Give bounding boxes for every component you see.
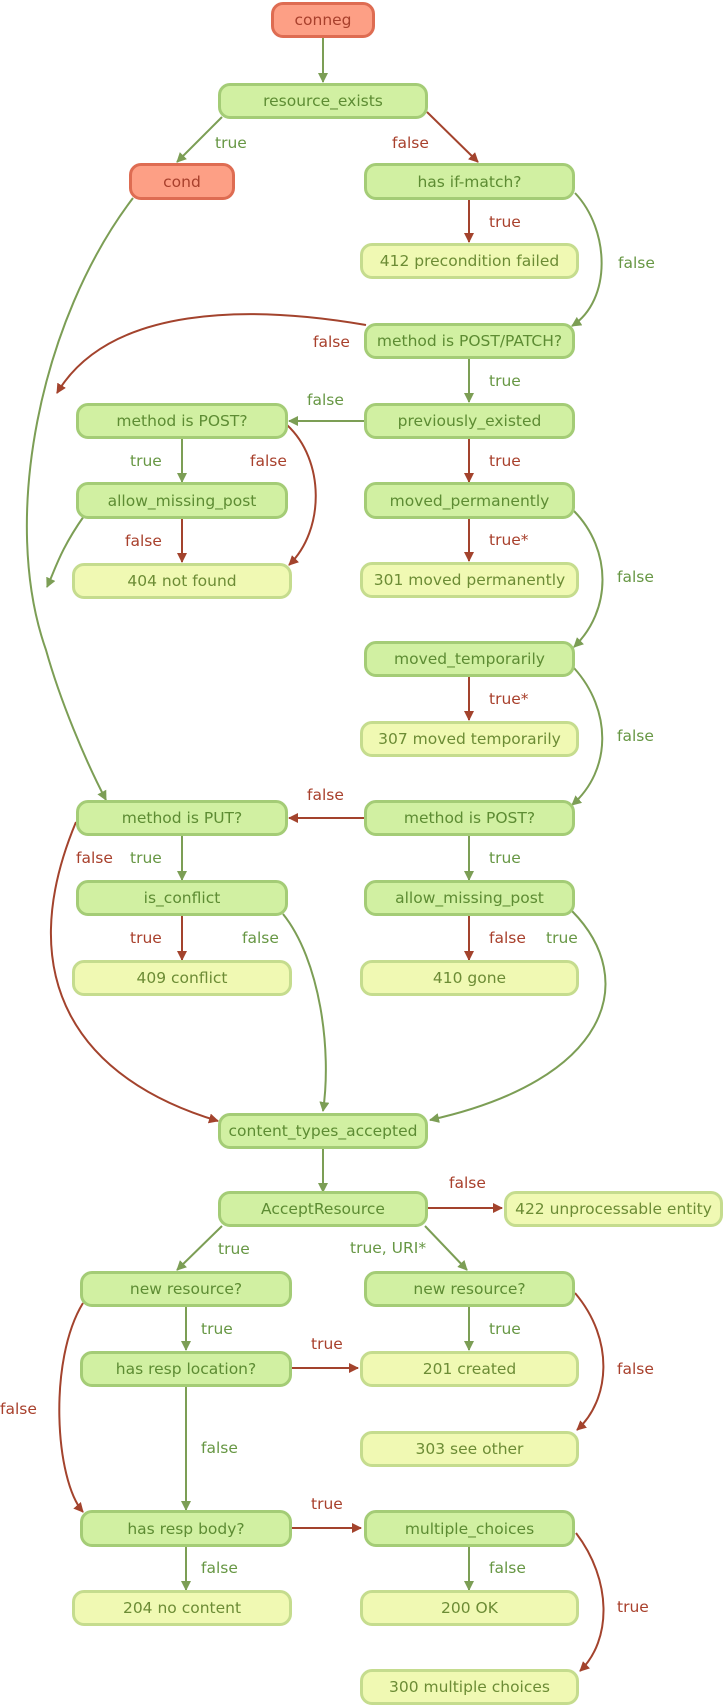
node-422-unprocessable-entity[interactable]: 422 unprocessable entity: [504, 1191, 723, 1227]
label-post-patch-false: false: [313, 333, 350, 351]
node-303-see-other[interactable]: 303 see other: [360, 1431, 579, 1467]
label-moved-permanently-false: false: [617, 568, 654, 586]
node-412-precondition-failed[interactable]: 412 precondition failed: [360, 243, 579, 279]
edge-newr-303: [574, 1292, 605, 1431]
node-resource-exists[interactable]: resource_exists: [218, 83, 428, 119]
label-multiple-choices-true: true: [617, 1598, 649, 1616]
node-307-moved-temporarily[interactable]: 307 moved temporarily: [360, 721, 579, 757]
label-method-post-true: true: [130, 452, 162, 470]
label-new-resource-left-true: true: [201, 1320, 233, 1338]
node-method-post-left[interactable]: method is POST?: [76, 403, 288, 439]
edge-ifmatch-post-patch: [571, 192, 603, 327]
label-new-resource-left-false: false: [0, 1400, 37, 1418]
label-resource-exists-true: true: [215, 134, 247, 152]
node-content-types-accepted[interactable]: content_types_accepted: [218, 1113, 428, 1149]
edge-conflict-cta: [282, 913, 330, 1112]
edge-method-post-404: [286, 424, 317, 566]
node-new-resource-right[interactable]: new resource?: [364, 1271, 575, 1307]
label-resp-location-true: true: [311, 1335, 343, 1353]
node-410-gone[interactable]: 410 gone: [360, 960, 579, 996]
label-new-resource-right-false: false: [617, 1360, 654, 1378]
node-new-resource-left[interactable]: new resource?: [80, 1271, 292, 1307]
node-is-conflict[interactable]: is_conflict: [76, 880, 288, 916]
node-409-conflict[interactable]: 409 conflict: [72, 960, 292, 996]
node-method-put[interactable]: method is PUT?: [76, 800, 288, 836]
label-moved-temporarily-true: true*: [489, 690, 529, 708]
edge-mtemp-mpostr: [571, 667, 604, 806]
edge-post-patch-false: [56, 313, 367, 394]
label-multiple-choices-false: false: [489, 1559, 526, 1577]
node-moved-permanently[interactable]: moved_permanently: [364, 482, 575, 519]
label-prev-true: true: [489, 452, 521, 470]
node-method-post-right[interactable]: method is POST?: [364, 800, 575, 836]
label-accept-resource-false: false: [449, 1174, 486, 1192]
label-method-put-true: true: [130, 849, 162, 867]
label-new-resource-right-true: true: [489, 1320, 521, 1338]
label-ifmatch-false: false: [618, 254, 655, 272]
label-method-post-false: false: [250, 452, 287, 470]
label-prev-false: false: [307, 391, 344, 409]
node-300-multiple-choices[interactable]: 300 multiple choices: [360, 1669, 579, 1705]
node-cond[interactable]: cond: [129, 163, 235, 200]
node-has-if-match[interactable]: has if-match?: [364, 163, 575, 200]
node-allow-missing-post-right[interactable]: allow_missing_post: [364, 880, 575, 916]
node-204-no-content[interactable]: 204 no content: [72, 1590, 292, 1626]
label-allow-missing-false: false: [125, 532, 162, 550]
node-previously-existed[interactable]: previously_existed: [364, 403, 575, 439]
node-200-ok[interactable]: 200 OK: [360, 1590, 579, 1626]
label-method-post-right-true: true: [489, 849, 521, 867]
label-resource-exists-false: false: [392, 134, 429, 152]
label-allow-missing-right-true: true: [546, 929, 578, 947]
label-resp-body-true: true: [311, 1495, 343, 1513]
edge-allow-left-method-put: [46, 515, 85, 588]
node-301-moved-permanently[interactable]: 301 moved permanently: [360, 562, 579, 598]
edge-mperm-mtemp: [573, 510, 604, 648]
node-method-post-patch[interactable]: method is POST/PATCH?: [364, 323, 575, 359]
edge-allowr-cta: [429, 910, 607, 1123]
edge-mc-300: [575, 1532, 605, 1672]
node-201-created[interactable]: 201 created: [360, 1351, 579, 1387]
node-moved-temporarily[interactable]: moved_temporarily: [364, 641, 575, 677]
edge-accept-newr: [424, 1225, 468, 1271]
node-has-resp-body[interactable]: has resp body?: [80, 1510, 292, 1547]
edge-mput-cta: [50, 821, 219, 1124]
label-moved-temporarily-false: false: [617, 727, 654, 745]
node-conneg[interactable]: conneg: [271, 2, 375, 38]
label-is-conflict-true: true: [130, 929, 162, 947]
label-accept-resource-true-uri: true, URI*: [350, 1239, 427, 1257]
node-allow-missing-post-left[interactable]: allow_missing_post: [76, 482, 288, 519]
edge-newl-body: [58, 1302, 84, 1513]
label-moved-permanently-true: true*: [489, 531, 529, 549]
edge-resource-exists-cond: [176, 116, 223, 163]
label-post-patch-true: true: [489, 372, 521, 390]
label-ifmatch-true: true: [489, 213, 521, 231]
node-accept-resource[interactable]: AcceptResource: [218, 1191, 428, 1227]
edge-resource-exists-ifmatch: [426, 111, 479, 163]
label-method-put-false: false: [76, 849, 113, 867]
label-is-conflict-false: false: [242, 929, 279, 947]
label-accept-resource-true: true: [218, 1240, 250, 1258]
edge-accept-newl: [176, 1225, 223, 1271]
label-method-post-right-false: false: [307, 786, 344, 804]
label-resp-body-false: false: [201, 1559, 238, 1577]
node-has-resp-location[interactable]: has resp location?: [80, 1351, 292, 1387]
edge-cond-method-put: [25, 197, 134, 801]
node-multiple-choices[interactable]: multiple_choices: [364, 1510, 575, 1547]
label-allow-missing-right-false: false: [489, 929, 526, 947]
label-resp-location-false: false: [201, 1439, 238, 1457]
node-404-not-found[interactable]: 404 not found: [72, 563, 292, 599]
